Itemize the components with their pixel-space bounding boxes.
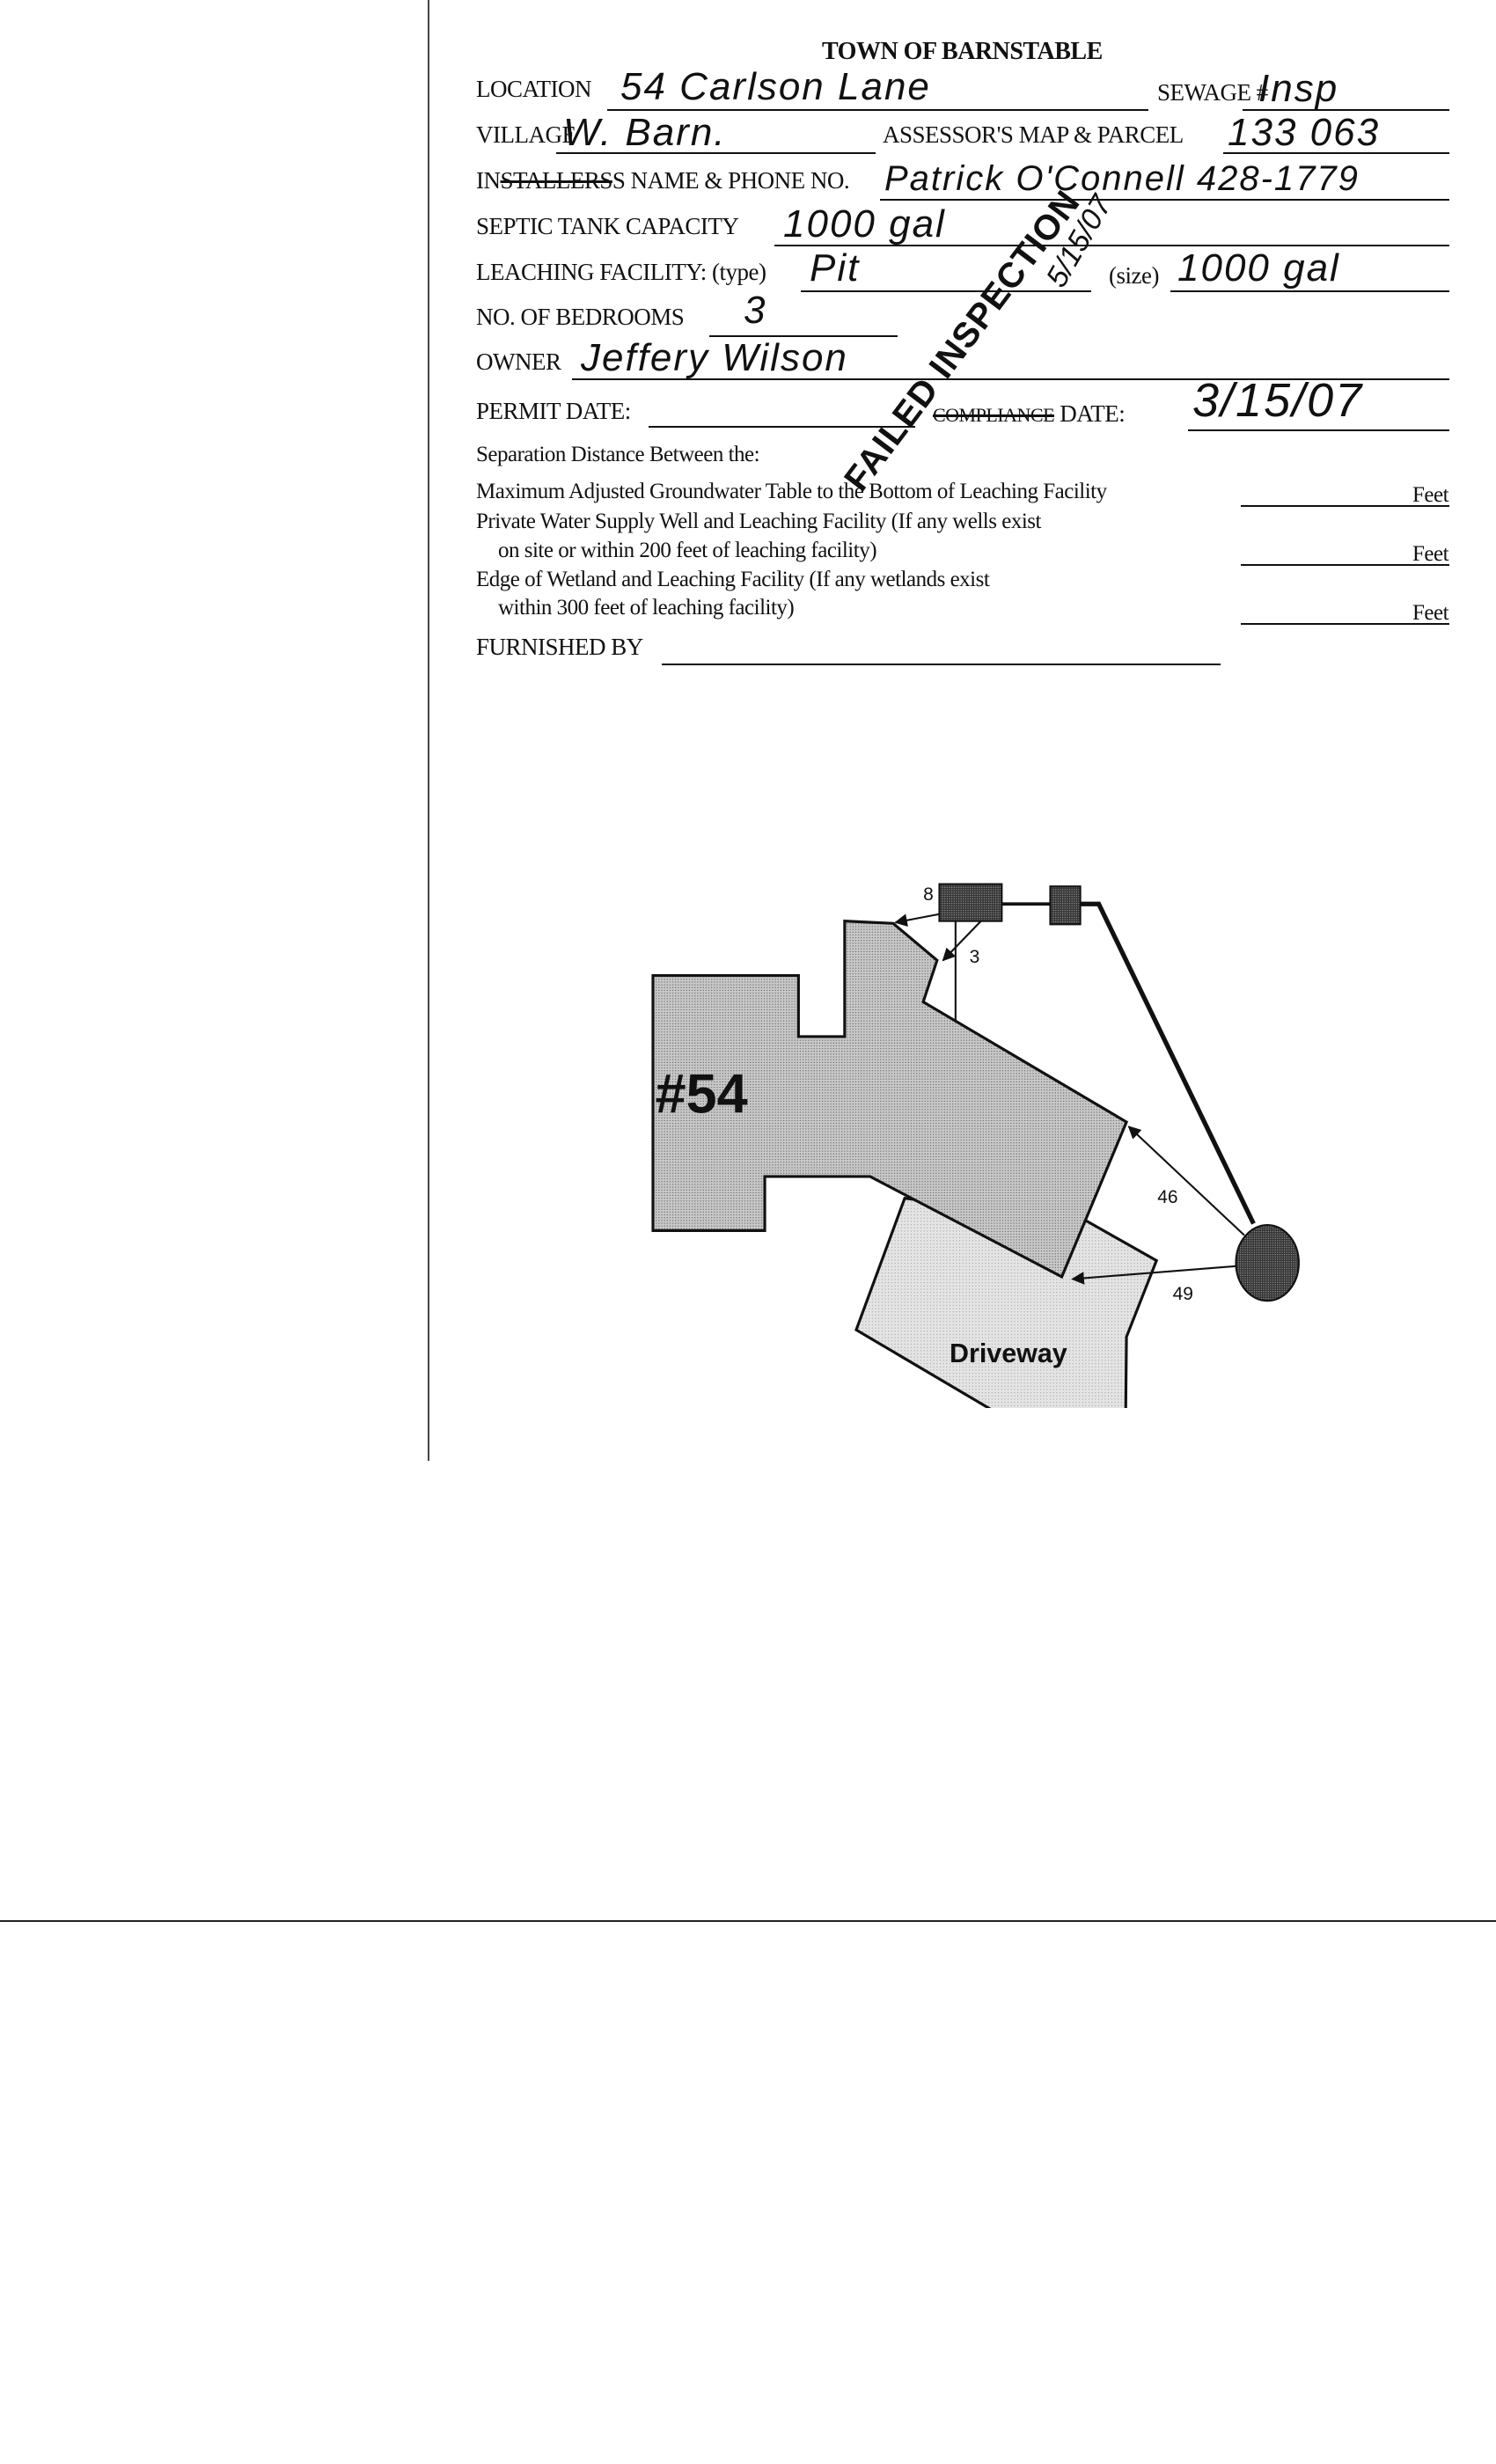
assessor-value: 133 063 <box>1228 111 1381 154</box>
furnished-by-label: FURNISHED BY <box>476 634 643 660</box>
location-line <box>607 109 1148 111</box>
separation-well-cont: on site or within 200 feet of leaching f… <box>498 539 877 562</box>
separation-groundwater: Maximum Adjusted Groundwater Table to th… <box>476 480 1107 503</box>
bedrooms-line <box>709 335 898 337</box>
village-value: W. Barn. <box>563 111 727 154</box>
permit-date-line <box>649 426 915 428</box>
leaching-label: LEACHING FACILITY: (type) <box>476 259 766 285</box>
site-plan-diagram: #54 Driveway 8 3 46 49 <box>651 883 1300 1408</box>
size-label: (size) <box>1109 262 1159 289</box>
groundwater-feet: Feet <box>1412 483 1449 507</box>
pipe-dbox-to-pit <box>1080 901 1256 1225</box>
dimension-arrow-46 <box>1127 1126 1245 1236</box>
leaching-type-value: Pit <box>810 246 861 290</box>
installer-prefix: IN <box>476 167 501 194</box>
well-feet: Feet <box>1412 542 1449 566</box>
sewage-label: SEWAGE # <box>1157 79 1268 106</box>
sewage-value: Insp <box>1258 67 1339 110</box>
separation-wetland: Edge of Wetland and Leaching Facility (I… <box>476 568 990 591</box>
assessor-line <box>1223 152 1449 154</box>
septic-value: 1000 gal <box>783 202 946 246</box>
owner-line <box>572 378 1449 380</box>
compliance-date-value: 3/15/07 <box>1192 374 1364 427</box>
distance-label-8: 8 <box>923 884 934 905</box>
wetland-feet: Feet <box>1412 601 1449 625</box>
distance-label-3: 3 <box>970 947 980 967</box>
scan-bottom-line <box>0 1920 1496 1922</box>
permit-date-label: PERMIT DATE: <box>476 398 631 424</box>
sewage-line <box>1243 109 1449 111</box>
well-feet-line <box>1241 564 1449 566</box>
dimension-arrow-8 <box>894 913 940 927</box>
assessor-label: ASSESSOR'S MAP & PARCEL <box>883 121 1184 148</box>
dimension-arrow-3 <box>942 920 982 962</box>
septic-label: SEPTIC TANK CAPACITY <box>476 213 739 239</box>
size-value: 1000 gal <box>1177 246 1340 290</box>
owner-value: Jeffery Wilson <box>581 336 848 379</box>
compliance-date-label: COMPLIANCE DATE: <box>933 400 1126 429</box>
owner-label: OWNER <box>476 348 561 375</box>
village-label: VILLAGE <box>476 121 576 148</box>
septic-tank-icon <box>938 883 1003 922</box>
separation-heading: Separation Distance Between the: <box>476 443 760 466</box>
house-label: #54 <box>656 1064 748 1126</box>
distribution-box-icon <box>1049 885 1082 926</box>
driveway-shape <box>854 1196 1159 1408</box>
form-title: TOWN OF BARNSTABLE <box>822 38 1103 65</box>
distance-label-46: 46 <box>1157 1187 1177 1207</box>
size-line <box>1170 290 1449 292</box>
leaching-pit-icon <box>1235 1224 1300 1302</box>
location-value: 54 Carlson Lane <box>620 65 931 108</box>
compliance-date-line <box>1188 429 1449 431</box>
scan-margin-line <box>428 0 429 1461</box>
installer-suffix: S NAME & PHONE NO. <box>612 167 850 194</box>
compliance-struck: COMPLIANCE <box>933 404 1055 426</box>
wetland-feet-line <box>1241 623 1449 625</box>
driveway-label: Driveway <box>950 1338 1067 1368</box>
distance-label-49: 49 <box>1173 1284 1193 1304</box>
bedrooms-value: 3 <box>744 289 767 332</box>
installer-struck: STALLERS <box>500 167 613 194</box>
installer-value: Patrick O'Connell 428-1779 <box>884 159 1360 198</box>
village-line <box>556 152 876 154</box>
house-shape <box>651 920 1129 1280</box>
date-label: DATE: <box>1060 400 1126 427</box>
furnished-by-line <box>662 664 1221 665</box>
dimension-arrow-49 <box>1071 1265 1236 1285</box>
separation-well: Private Water Supply Well and Leaching F… <box>476 510 1041 533</box>
leaching-type-line <box>801 290 1091 292</box>
bedrooms-label: NO. OF BEDROOMS <box>476 304 685 330</box>
groundwater-feet-line <box>1241 505 1449 507</box>
installer-label: INSTALLERSS NAME & PHONE NO. <box>476 167 850 194</box>
installer-line <box>880 199 1449 201</box>
location-label: LOCATION <box>476 76 592 102</box>
septic-line <box>774 245 1449 246</box>
separation-wetland-cont: within 300 feet of leaching facility) <box>498 596 795 620</box>
